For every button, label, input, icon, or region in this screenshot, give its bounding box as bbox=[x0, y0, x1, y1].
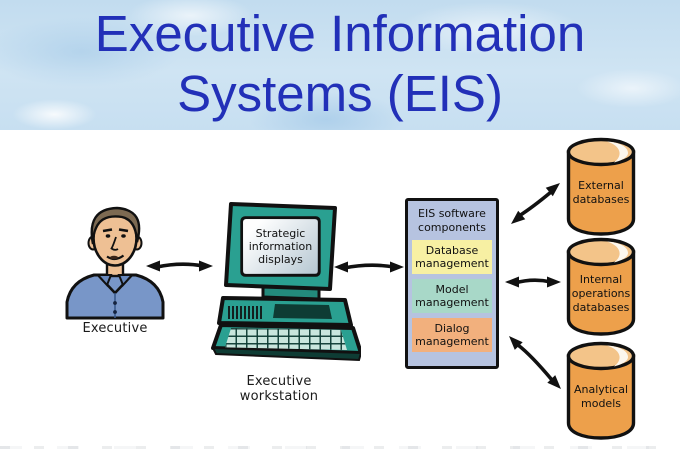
external-databases-cylinder bbox=[566, 137, 636, 236]
arrow-eis-external-databases bbox=[511, 183, 560, 224]
keyboard-front-edge bbox=[211, 346, 361, 362]
cropped-text-remnant bbox=[0, 446, 680, 449]
system-unit-slot bbox=[273, 304, 332, 319]
shirt-button bbox=[113, 310, 117, 314]
screen-text-line: displays bbox=[258, 253, 303, 266]
nose bbox=[110, 236, 119, 251]
analytical-models-label: Analytical models bbox=[564, 374, 638, 420]
workstation-caption-line: Executive bbox=[246, 374, 312, 389]
eyebrow bbox=[118, 228, 129, 233]
db-label-line: External bbox=[578, 179, 624, 192]
workstation-caption: Executive workstation bbox=[203, 374, 355, 404]
slide-title-line1: Executive Information bbox=[94, 5, 586, 62]
db-label-line: databases bbox=[572, 301, 630, 314]
cylinder-body bbox=[566, 354, 636, 440]
db-label-line: databases bbox=[572, 193, 630, 206]
screen-text-line: information bbox=[248, 240, 313, 253]
external-databases-label: External databases bbox=[564, 170, 638, 216]
arrow-eis-internal-operations-databases bbox=[505, 276, 561, 288]
db-label-line: operations bbox=[571, 287, 631, 300]
cylinder-body bbox=[566, 250, 636, 336]
screen-text: Strategic information displays bbox=[243, 219, 318, 274]
eis-box-header-line: components bbox=[418, 221, 486, 234]
keyboard-keys bbox=[225, 328, 347, 350]
shirt-button bbox=[113, 301, 117, 305]
db-label-line: models bbox=[581, 397, 621, 410]
cylinder-highlight bbox=[607, 345, 628, 367]
dialog-management-box: Dialog management bbox=[412, 318, 492, 352]
db-label-line: Internal bbox=[579, 273, 623, 286]
eis-box-header: EIS software components bbox=[418, 207, 486, 235]
component-label-line: management bbox=[415, 296, 489, 309]
eis-box-header-line: EIS software bbox=[418, 207, 486, 220]
system-unit-vents bbox=[228, 306, 262, 319]
workstation-caption-line: workstation bbox=[239, 389, 319, 404]
db-label-line: Analytical bbox=[573, 383, 629, 396]
executive-hair bbox=[90, 206, 141, 245]
screen-text-line: Strategic bbox=[255, 227, 306, 240]
component-label-line: Dialog bbox=[434, 322, 470, 335]
collar-flap-left bbox=[95, 274, 113, 287]
component-label-line: Database bbox=[425, 244, 479, 257]
arrow-eis-analytical-models bbox=[509, 336, 561, 389]
internal-operations-databases-label: Internal operations databases bbox=[564, 264, 638, 324]
eis-software-components-box: EIS software components Database managem… bbox=[405, 198, 499, 369]
model-management-box: Model management bbox=[412, 279, 492, 313]
cylinder-highlight bbox=[607, 141, 628, 163]
eye bbox=[121, 234, 126, 238]
component-label-line: management bbox=[415, 335, 489, 348]
cylinder-body bbox=[566, 150, 636, 236]
component-label-line: Model bbox=[435, 283, 469, 296]
slide-title-line2: Systems (EIS) bbox=[177, 65, 503, 122]
title-band: Executive Information Systems (EIS) bbox=[0, 0, 680, 130]
internal-operations-databases-cylinder bbox=[566, 237, 636, 336]
eyebrow bbox=[102, 228, 113, 233]
collar-flap-right bbox=[117, 274, 135, 287]
executive-person-illustration bbox=[65, 206, 165, 320]
component-label-line: management bbox=[415, 257, 489, 270]
executive-caption: Executive bbox=[82, 321, 148, 336]
analytical-models-cylinder bbox=[566, 341, 636, 440]
mouth-shade bbox=[110, 255, 118, 260]
cylinder-highlight bbox=[607, 241, 628, 263]
eye bbox=[105, 234, 111, 238]
database-management-box: Database management bbox=[412, 240, 492, 274]
